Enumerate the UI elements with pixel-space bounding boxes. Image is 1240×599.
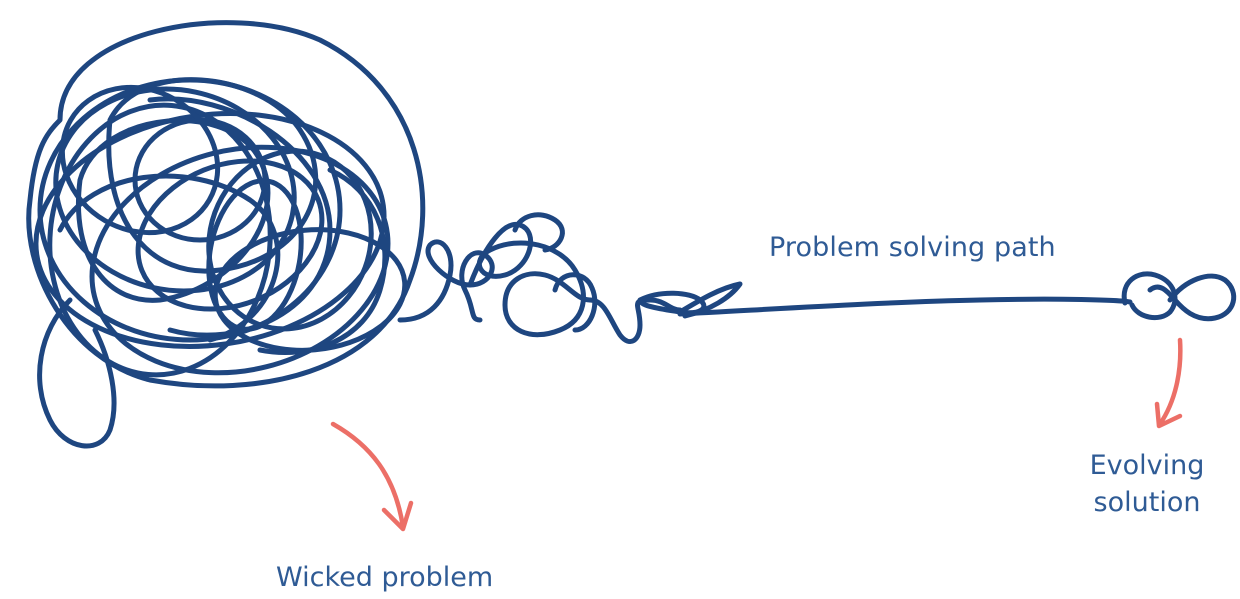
evolving-solution-label: Evolving solution	[1082, 447, 1212, 521]
wicked-arrow-icon	[333, 424, 411, 529]
problem-solving-path-label: Problem solving path	[769, 232, 1056, 264]
evolving-solution-line1: Evolving	[1082, 447, 1212, 484]
evolving-solution-line2: solution	[1082, 484, 1212, 521]
wicked-problem-label: Wicked problem	[276, 562, 493, 594]
solution-arrow-icon	[1157, 340, 1180, 426]
